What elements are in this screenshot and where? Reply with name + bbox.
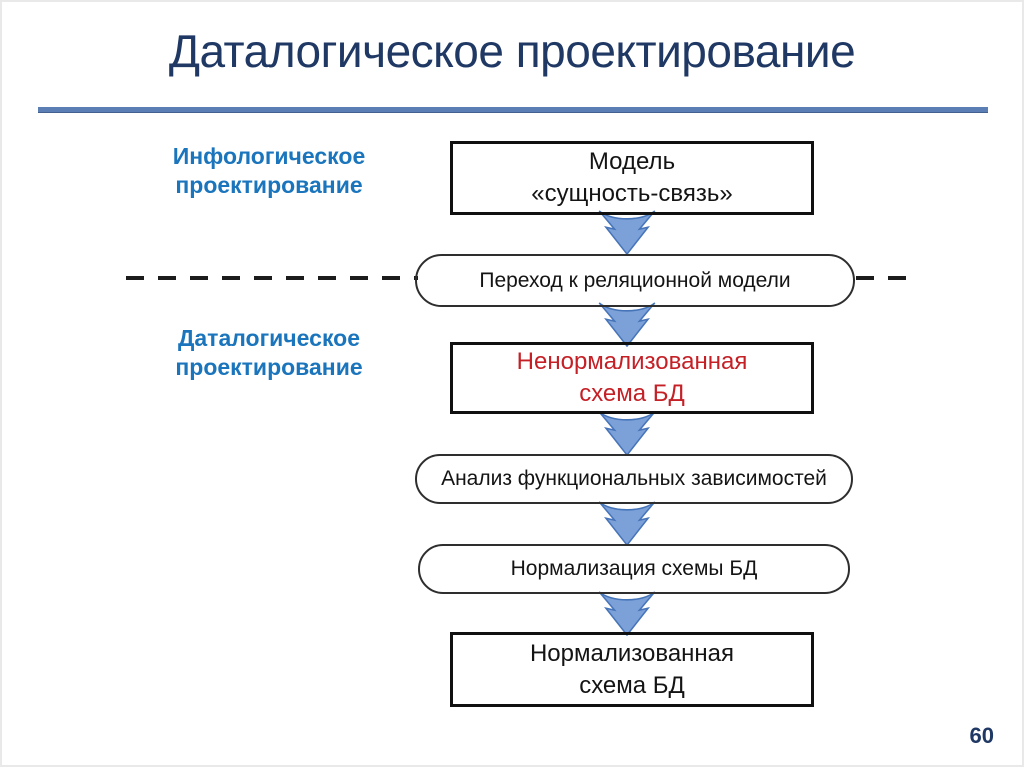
phase-label-datalogical: Даталогическое проектирование <box>140 324 398 382</box>
down-arrow-shape <box>598 302 656 347</box>
flow-node-text: Переход к реляционной модели <box>479 268 791 292</box>
down-arrow-shape <box>598 210 656 255</box>
flow-node-text: «сущность-связь» <box>531 180 733 207</box>
flow-node-text: Нормализованная <box>529 639 735 667</box>
flow-node-unnormalized-schema: Ненормализованная схема БД <box>450 342 814 414</box>
flow-node-normalized-schema: Нормализованная схема БД <box>450 632 814 707</box>
phase-label-line: Инфологическое <box>172 143 366 169</box>
phase-label-line: проектирование <box>175 354 363 380</box>
flow-node-text: схема БД <box>579 671 685 699</box>
flow-node-model: Модель «сущность-связь» <box>450 141 814 215</box>
slide-title: Даталогическое проектирование <box>168 25 856 77</box>
down-arrow-icon <box>598 591 656 636</box>
phase-divider-dashed-right <box>856 276 908 280</box>
flow-node-text: Анализ функциональных зависимостей <box>441 467 827 490</box>
flow-node-normalization: Нормализация схемы БД <box>418 544 850 594</box>
phase-divider-dashed-left <box>126 276 418 280</box>
flow-node-analysis: Анализ функциональных зависимостей <box>415 454 853 504</box>
title-divider <box>38 107 988 113</box>
down-arrow-icon <box>598 302 656 347</box>
flow-node-transition: Переход к реляционной модели <box>415 254 855 307</box>
phase-label-infological: Инфологическое проектирование <box>140 142 398 200</box>
phase-label-line: Даталогическое <box>178 325 360 351</box>
flow-node-text: Нормализация схемы БД <box>510 557 758 580</box>
down-arrow-icon <box>598 411 656 456</box>
down-arrow-icon <box>598 501 656 546</box>
phase-label-line: проектирование <box>175 172 363 198</box>
down-arrow-shape <box>598 411 656 456</box>
down-arrow-shape <box>598 501 656 546</box>
page-number: 60 <box>969 723 994 748</box>
flow-node-text: схема БД <box>579 380 685 407</box>
flow-node-text: Модель <box>588 148 676 175</box>
flow-node-text: Ненормализованная <box>516 348 748 375</box>
down-arrow-icon <box>598 210 656 255</box>
down-arrow-shape <box>598 591 656 636</box>
